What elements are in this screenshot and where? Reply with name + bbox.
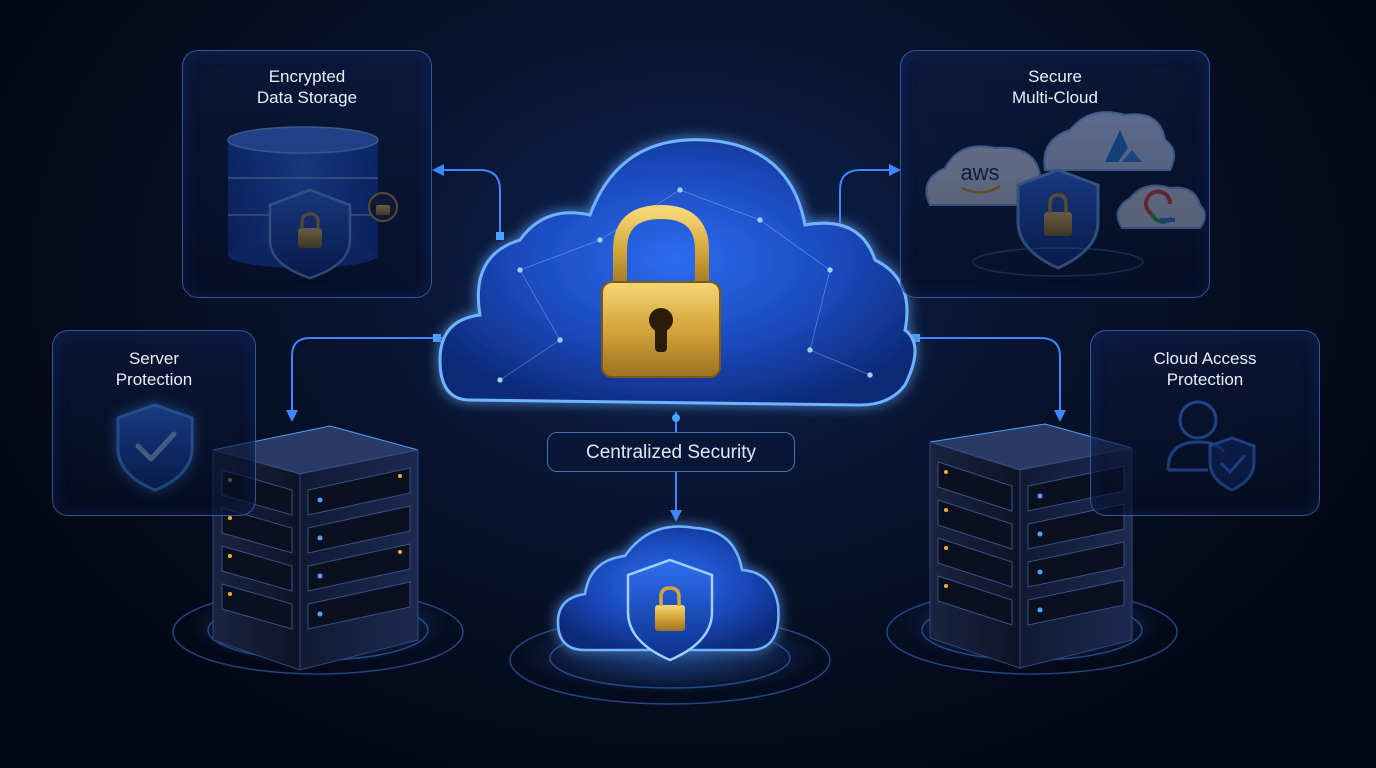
panel-cloud-access-protection: Cloud Access Protection <box>1090 330 1320 516</box>
panel-title: Server Protection <box>53 348 255 390</box>
panel-title-line: Secure <box>1028 67 1082 86</box>
panel-title: Cloud Access Protection <box>1091 348 1319 390</box>
panel-encrypted-data-storage: Encrypted Data Storage <box>182 50 432 298</box>
panel-title-line: Protection <box>115 370 193 389</box>
panel-title-line: Server <box>128 349 180 368</box>
central-cloud-padlock-icon <box>438 138 917 407</box>
panel-title-line: Cloud Access <box>1153 349 1257 368</box>
panel-title-line: Data Storage <box>256 88 358 107</box>
panel-title: Encrypted Data Storage <box>183 66 431 108</box>
cloud-shield-icon <box>556 525 780 662</box>
connector-arrows <box>286 164 1066 522</box>
connector-lines <box>291 169 1061 515</box>
panel-server-protection: Server Protection <box>52 330 256 516</box>
panel-title-line: Encrypted <box>268 67 346 86</box>
server-rack-icon-right <box>929 423 1133 669</box>
centralized-security-label: Centralized Security <box>547 432 795 472</box>
panel-title: Secure Multi-Cloud <box>901 66 1209 108</box>
panel-title-line: Multi-Cloud <box>1012 88 1098 107</box>
panel-title-line: Protection <box>1166 370 1244 389</box>
panel-secure-multi-cloud: Secure Multi-Cloud <box>900 50 1210 298</box>
server-rack-icon <box>212 425 419 671</box>
